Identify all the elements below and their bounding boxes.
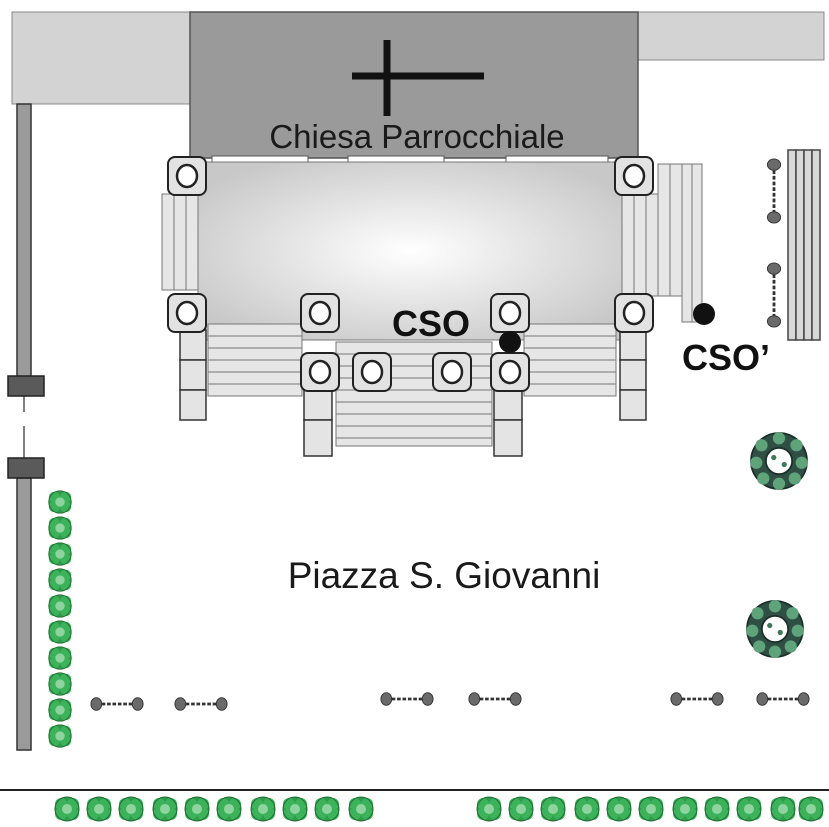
church-doors bbox=[211, 155, 609, 163]
adjacent-building-left bbox=[11, 11, 193, 105]
cso-prime-marker-label: CSO’ bbox=[682, 337, 770, 378]
gate-posts bbox=[7, 375, 45, 479]
right-fence bbox=[787, 149, 821, 341]
piazza-label: Piazza S. Giovanni bbox=[288, 555, 601, 596]
left-fence bbox=[16, 103, 32, 751]
tree-upper bbox=[749, 431, 809, 491]
front-steps-left bbox=[207, 323, 303, 397]
church-label: Chiesa Parrocchiale bbox=[269, 118, 564, 155]
right-side-steps bbox=[621, 163, 703, 323]
cso-marker-label: CSO bbox=[392, 303, 470, 344]
church-forecourt bbox=[197, 161, 623, 341]
balustrade-posts bbox=[179, 329, 647, 457]
tree-lower bbox=[745, 599, 805, 659]
front-steps-right bbox=[523, 323, 617, 397]
right-bollards bbox=[765, 158, 783, 328]
cso-prime-marker-dot bbox=[693, 303, 715, 325]
church-building bbox=[189, 11, 639, 163]
adjacent-building-right bbox=[637, 11, 825, 61]
bottom-hedge-right bbox=[476, 796, 824, 822]
left-side-steps bbox=[161, 193, 199, 291]
cso-marker-dot bbox=[499, 331, 521, 353]
left-hedge bbox=[48, 490, 72, 748]
bottom-hedge-left bbox=[54, 796, 374, 822]
piazza-bollards bbox=[89, 691, 811, 712]
